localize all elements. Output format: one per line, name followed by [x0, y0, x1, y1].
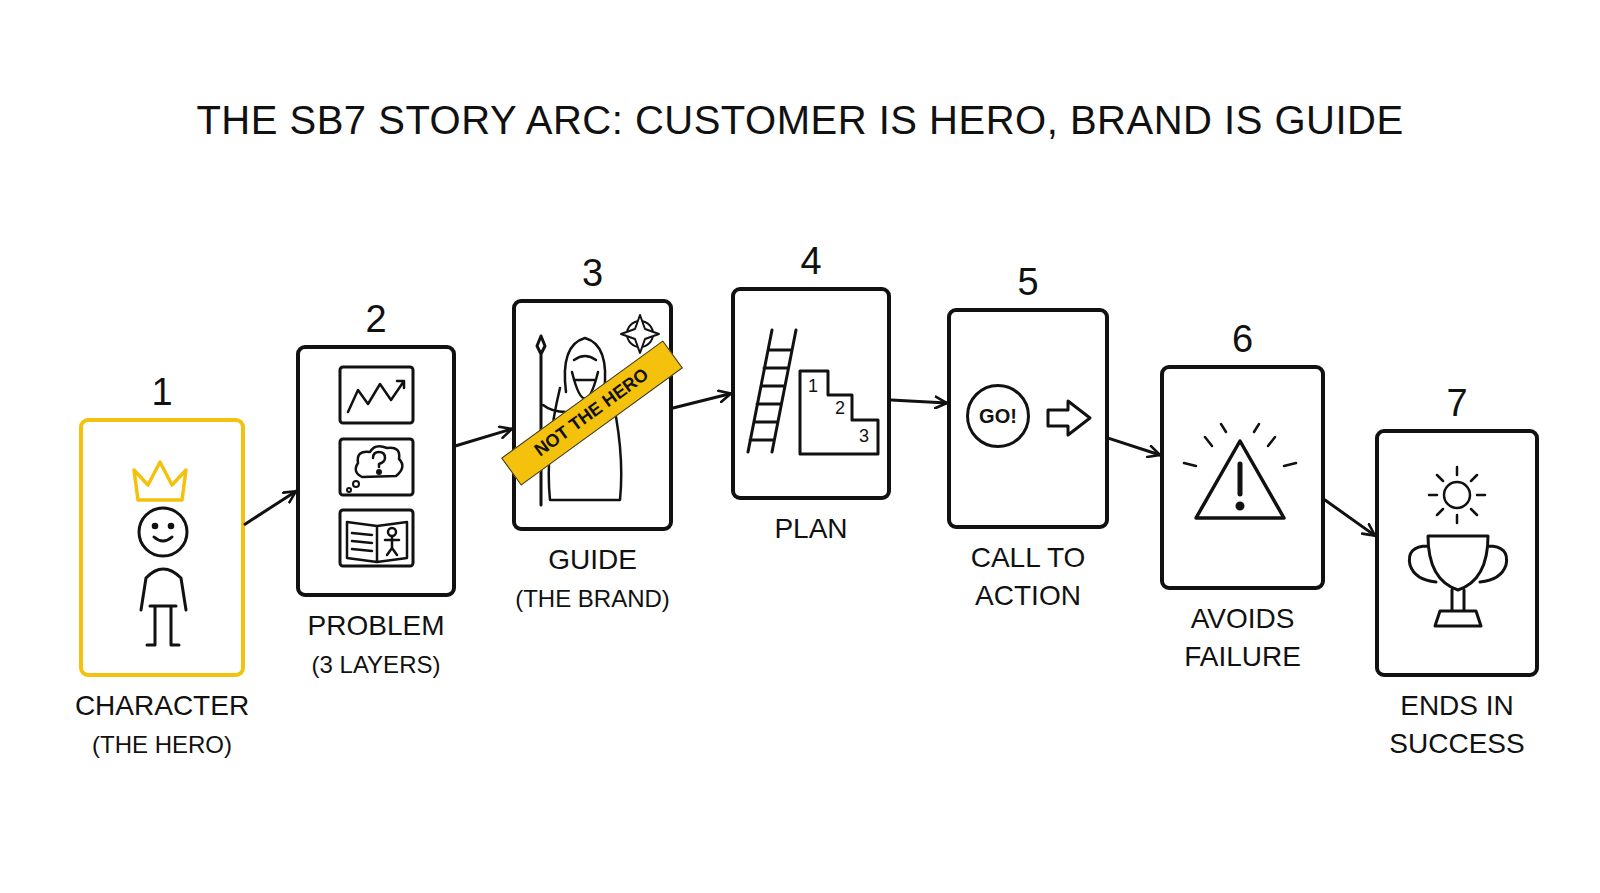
flow-arrow: [1325, 500, 1375, 536]
step-number: 7: [1446, 382, 1467, 425]
hero-eye: [169, 524, 173, 528]
step-number: 4: [800, 240, 821, 283]
step-label: AVOIDS FAILURE: [1184, 600, 1301, 676]
step-label: CHARACTER (THE HERO): [75, 687, 249, 763]
problem-frame: [340, 510, 413, 566]
step-label: PLAN: [774, 510, 847, 548]
thought-bubble: [353, 481, 359, 487]
warning-mark: [1238, 464, 1243, 494]
warning-triangle: [1196, 441, 1284, 518]
problem-card: 2PROBLEM (3 LAYERS): [296, 345, 456, 597]
ladder-icon: [748, 330, 796, 452]
wizard-staff: [537, 336, 545, 505]
button-text: GO!: [969, 387, 1027, 445]
flow-arrow: [245, 491, 296, 524]
failure-card: 6AVOIDS FAILURE: [1160, 365, 1325, 590]
problem-frame: [340, 439, 413, 495]
hero-body: [141, 569, 186, 645]
thought-cloud-icon: [356, 446, 403, 477]
sun-icon: [1444, 482, 1470, 508]
step-label: GUIDE (THE BRAND): [515, 541, 670, 617]
guide-card: 3GUIDE (THE BRAND)NOT THE HERO: [512, 299, 673, 531]
step-number: 5: [1017, 261, 1038, 304]
go-button: GO!: [966, 384, 1030, 448]
stair-number: 1: [808, 376, 818, 397]
step-number: 1: [151, 371, 172, 414]
hero-eye: [153, 524, 157, 528]
step-number: 6: [1232, 318, 1253, 361]
book-icon: [347, 522, 407, 562]
question-dot: [378, 471, 381, 474]
sun-rays: [1429, 467, 1485, 523]
flow-arrow: [456, 429, 512, 446]
step-number: 2: [365, 298, 386, 341]
flow-arrow: [891, 400, 947, 403]
go-arrow-icon: [1048, 401, 1090, 435]
band-text: NOT THE HERO: [503, 342, 682, 484]
trophy-icon: [1409, 536, 1506, 626]
stair-number: 2: [835, 398, 845, 419]
book-figure-head: [388, 528, 396, 536]
step-label: CALL TO ACTION: [971, 539, 1086, 615]
problem-frame: [340, 367, 413, 423]
chart-icon: [348, 381, 404, 412]
flow-arrow: [673, 394, 731, 409]
hero-smile: [154, 537, 172, 541]
flow-arrow: [1109, 438, 1160, 455]
hero-card: 1CHARACTER (THE HERO): [79, 418, 245, 677]
question-icon: [373, 452, 385, 467]
step-label: ENDS IN SUCCESS: [1389, 687, 1524, 763]
action-card: 5CALL TO ACTIONGO!: [947, 308, 1109, 529]
success-card: 7ENDS IN SUCCESS: [1375, 429, 1539, 677]
diagram-title: THE SB7 STORY ARC: CUSTOMER IS HERO, BRA…: [0, 98, 1600, 143]
hero-head: [139, 508, 187, 556]
warning-dot: [1237, 503, 1243, 509]
step-label: PROBLEM (3 LAYERS): [308, 607, 445, 683]
warning-rays: [1184, 424, 1296, 466]
crown-icon: [134, 462, 186, 500]
step-number: 3: [582, 252, 603, 295]
highlight-band: NOT THE HERO: [501, 340, 683, 485]
thought-bubble: [347, 488, 351, 492]
stair-number: 3: [859, 426, 869, 447]
stairs-icon: [800, 371, 878, 454]
